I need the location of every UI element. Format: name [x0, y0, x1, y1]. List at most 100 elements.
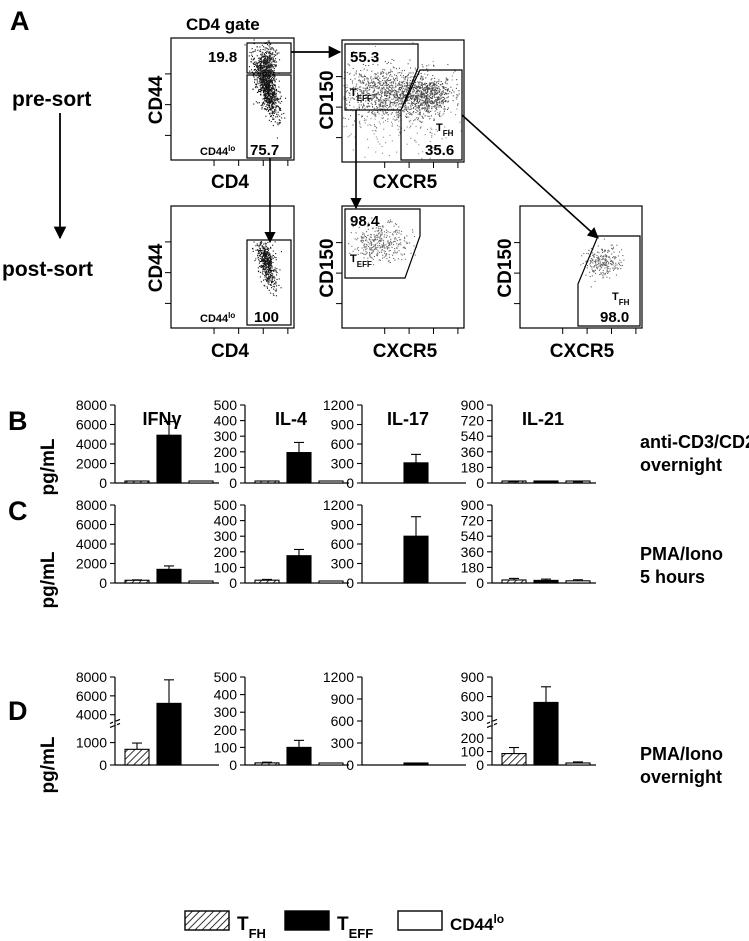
flow-event-dot	[420, 126, 422, 128]
flow-event-dot	[442, 91, 444, 93]
flow-event-dot	[379, 240, 381, 242]
flow-event-dot	[271, 115, 273, 117]
flow-event-dot	[427, 98, 429, 100]
flow-event-dot	[385, 99, 387, 101]
flow-event-dot	[604, 259, 606, 261]
flow-event-dot	[371, 98, 373, 100]
flow-event-dot	[269, 88, 271, 90]
flow-event-dot	[258, 59, 260, 61]
flow-event-dot	[263, 279, 265, 281]
flow-event-dot	[593, 255, 595, 257]
flow-event-dot	[374, 82, 376, 84]
flow-event-dot	[609, 268, 611, 270]
y-tick-label: 180	[461, 459, 485, 475]
flow-event-dot	[387, 87, 389, 89]
flow-event-dot	[396, 251, 398, 253]
flow-event-dot	[437, 104, 439, 106]
flow-event-dot	[258, 70, 260, 72]
flow-event-dot	[370, 248, 372, 250]
flow-event-dot	[410, 119, 412, 121]
flow-event-dot	[264, 88, 266, 90]
flow-event-dot	[260, 64, 262, 66]
flow-event-dot	[368, 100, 370, 102]
flow-event-dot	[272, 94, 274, 96]
flow-event-dot	[443, 88, 445, 90]
flow-event-dot	[377, 82, 379, 84]
flow-event-dot	[265, 255, 267, 257]
flow-event-dot	[424, 134, 426, 136]
flow-event-dot	[399, 114, 401, 116]
flow-event-dot	[382, 136, 384, 138]
flow-event-dot	[456, 98, 458, 100]
flow-event-dot	[263, 246, 265, 248]
flow-event-dot	[272, 269, 274, 271]
flow-event-dot	[370, 242, 372, 244]
flow-event-dot	[269, 57, 271, 59]
flow-event-dot	[440, 106, 442, 108]
flow-event-dot	[269, 102, 271, 104]
flow-event-dot	[388, 259, 390, 261]
flow-event-dot	[361, 115, 363, 117]
flow-event-dot	[416, 86, 418, 88]
flow-event-dot	[381, 245, 383, 247]
flow-event-dot	[382, 225, 384, 227]
flow-event-dot	[271, 256, 273, 258]
flow-event-dot	[433, 64, 435, 66]
flow-event-dot	[263, 53, 265, 55]
flow-event-dot	[251, 54, 253, 56]
flow-event-dot	[259, 249, 261, 251]
flow-event-dot	[397, 115, 399, 117]
flow-event-dot	[404, 77, 406, 79]
flow-event-dot	[449, 91, 451, 93]
flow-event-dot	[601, 258, 603, 260]
flow-event-dot	[373, 61, 375, 63]
flow-event-dot	[392, 81, 394, 83]
flow-event-dot	[271, 70, 273, 72]
flow-event-dot	[596, 254, 598, 256]
flow-event-dot	[257, 102, 259, 104]
flow-event-dot	[391, 121, 393, 123]
flow-event-dot	[393, 252, 395, 254]
flow-event-dot	[614, 266, 616, 268]
flow-event-dot	[270, 284, 272, 286]
flow-event-dot	[362, 63, 364, 65]
flow-event-dot	[597, 266, 599, 268]
flow-event-dot	[451, 75, 453, 77]
flow-event-dot	[262, 81, 264, 83]
flow-event-dot	[394, 248, 396, 250]
flow-event-dot	[378, 108, 380, 110]
flow-event-dot	[407, 96, 409, 98]
flow-event-dot	[367, 105, 369, 107]
flow-event-dot	[259, 265, 261, 267]
flow-event-dot	[384, 99, 386, 101]
flow-event-dot	[406, 243, 408, 245]
flow-event-dot	[270, 99, 272, 101]
flow-event-dot	[388, 89, 390, 91]
flow-event-dot	[262, 76, 264, 78]
flow-event-dot	[367, 241, 369, 243]
flow-event-dot	[366, 244, 368, 246]
flow-event-dot	[455, 97, 457, 99]
flow-event-dot	[383, 247, 385, 249]
flow-event-dot	[600, 254, 602, 256]
flow-event-dot	[398, 111, 400, 113]
flow-event-dot	[378, 88, 380, 90]
flow-event-dot	[362, 96, 364, 98]
flow-event-dot	[276, 278, 278, 280]
flow-event-dot	[272, 97, 274, 99]
flow-event-dot	[386, 235, 388, 237]
flow-event-dot	[266, 256, 268, 258]
flow-event-dot	[255, 68, 257, 70]
flow-event-dot	[426, 65, 428, 67]
flow-event-dot	[418, 73, 420, 75]
flow-event-dot	[269, 66, 271, 68]
flow-event-dot	[416, 100, 418, 102]
flow-event-dot	[423, 100, 425, 102]
flow-event-dot	[270, 70, 272, 72]
flow-event-dot	[260, 242, 262, 244]
flow-event-dot	[585, 274, 587, 276]
flow-event-dot	[378, 80, 380, 82]
condition-label-3: PMA/Iono overnight	[640, 744, 728, 787]
flow-event-dot	[278, 119, 280, 121]
